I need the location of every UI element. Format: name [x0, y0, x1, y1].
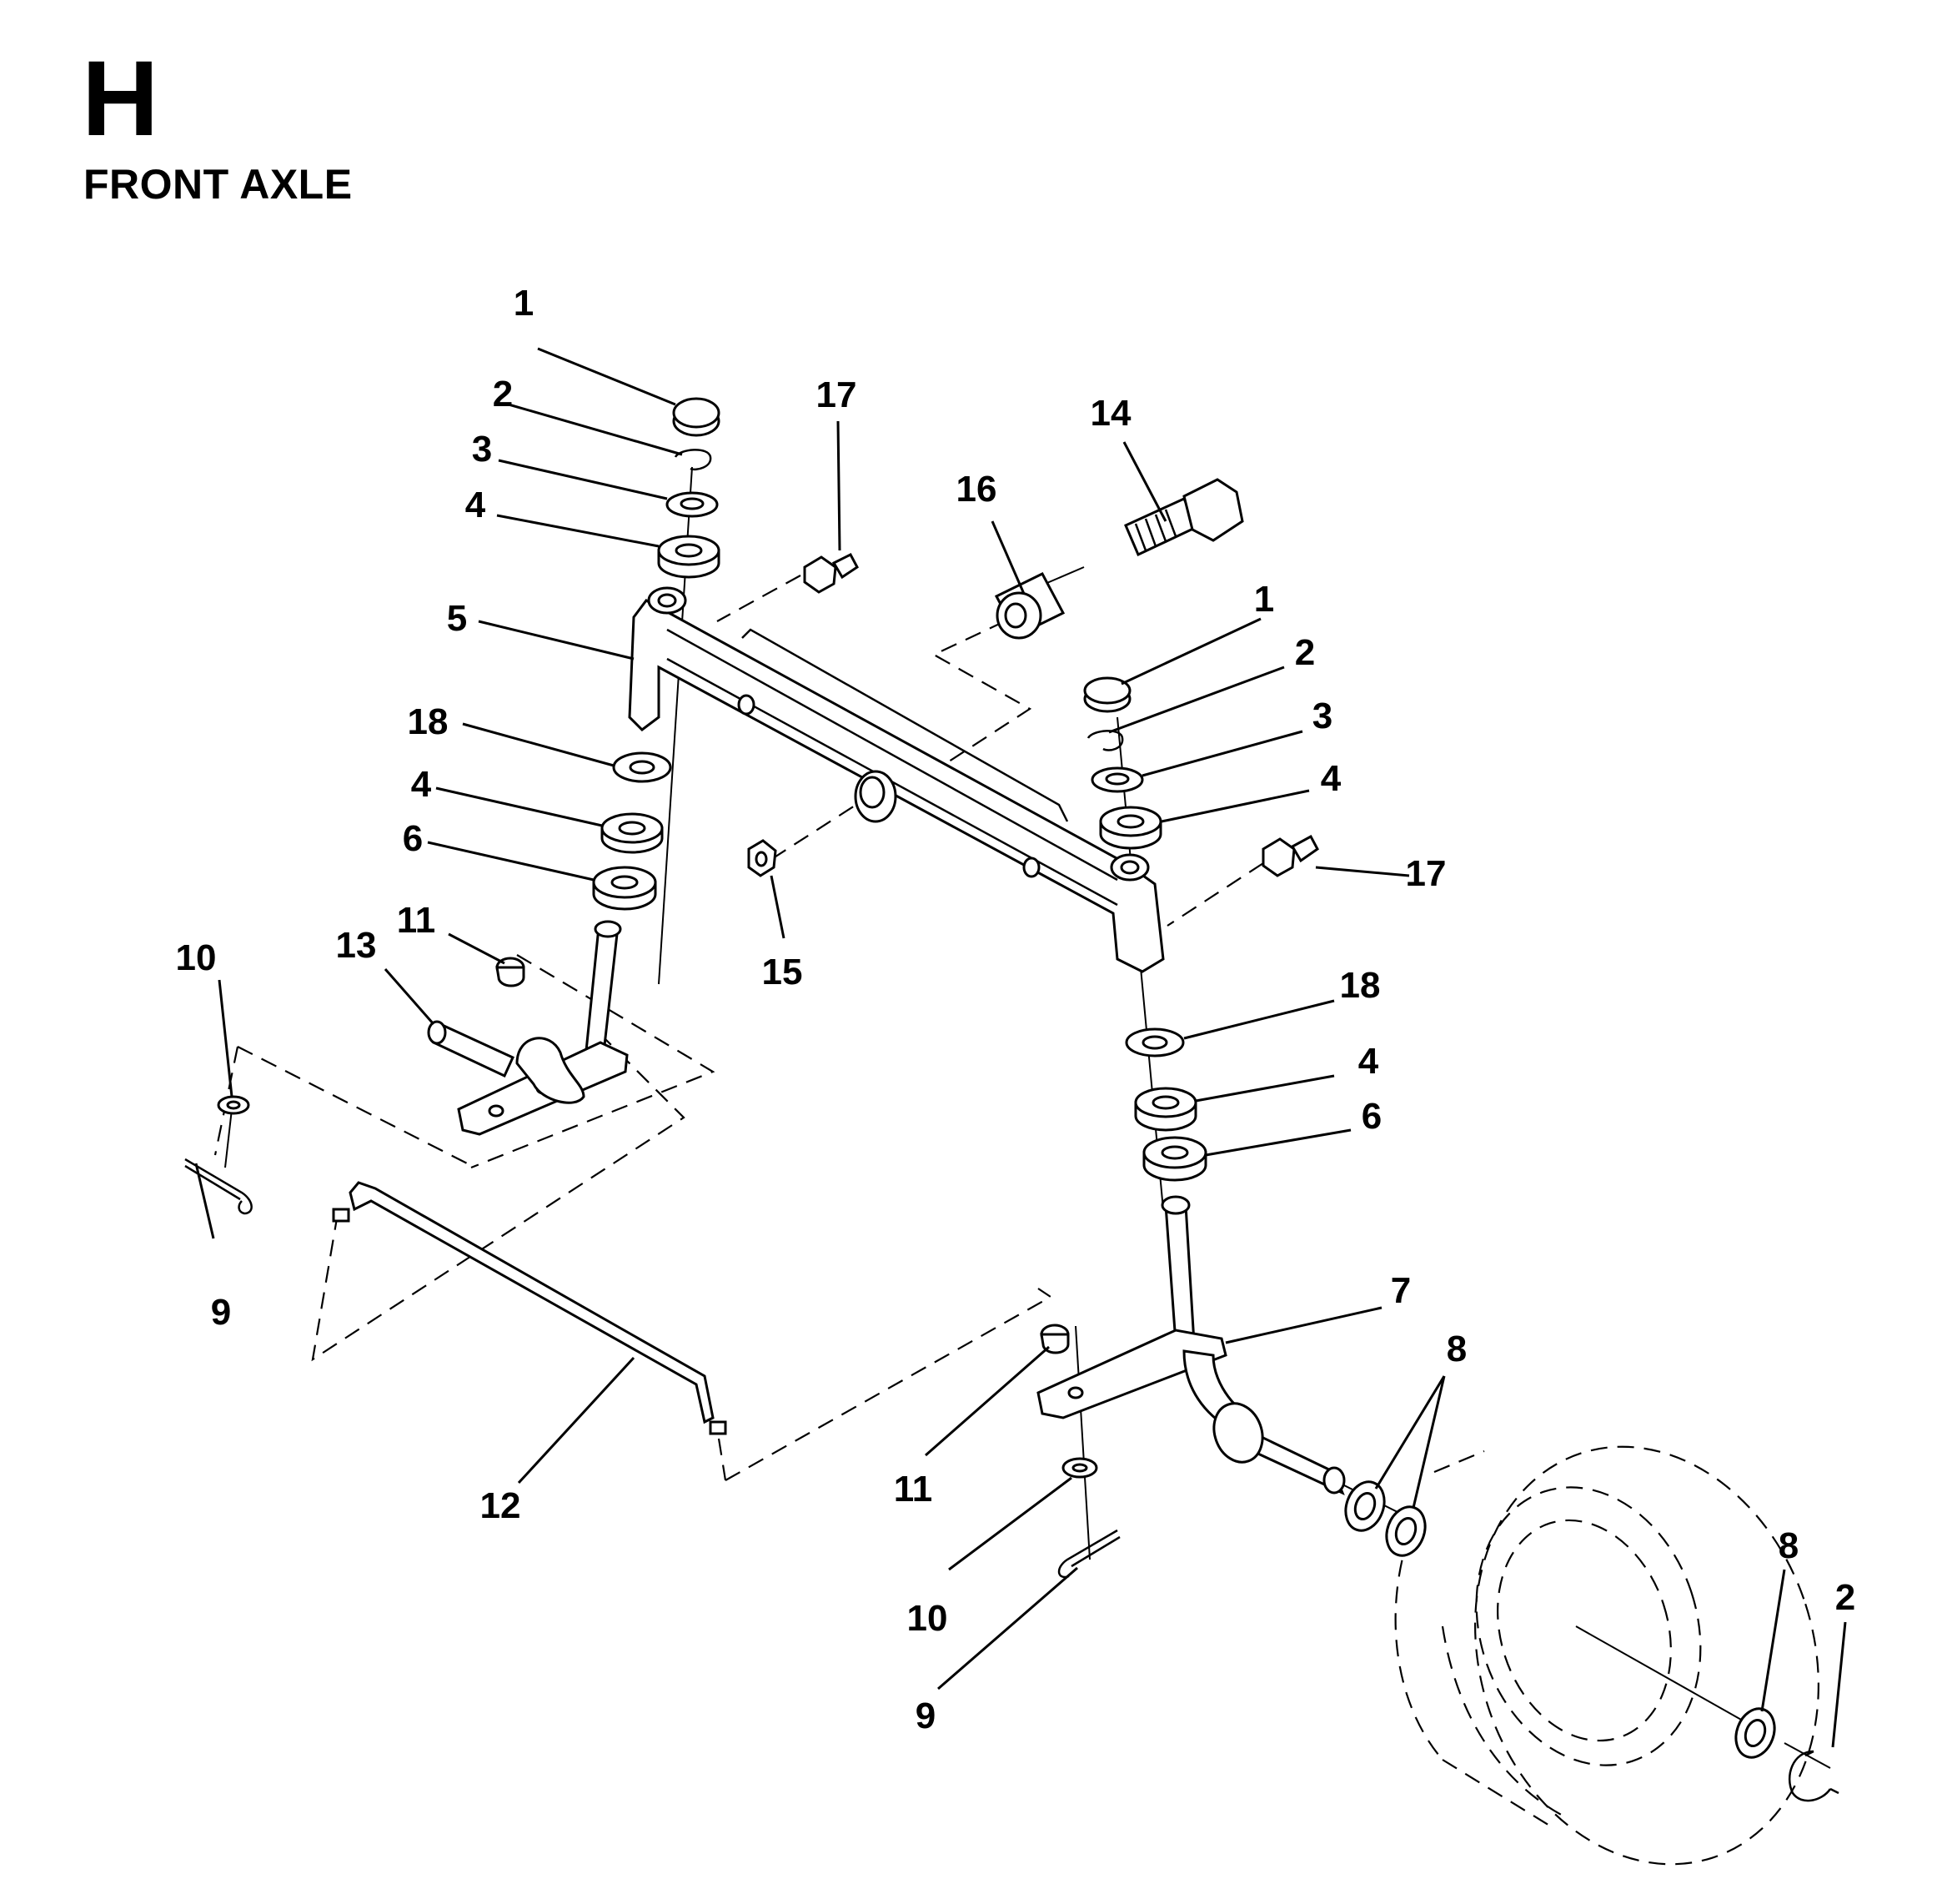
right-spindle — [1036, 1195, 1346, 1495]
callout-2: 2 — [1835, 1577, 1855, 1618]
tie-rod — [332, 1181, 727, 1435]
callout-2: 2 — [1295, 632, 1315, 673]
callout-14: 14 — [1091, 393, 1132, 434]
wheel-hardware — [1344, 1480, 1839, 1802]
callout-11: 11 — [894, 1469, 933, 1510]
callout-18: 18 — [1340, 965, 1381, 1006]
callout-15: 15 — [762, 952, 803, 992]
callout-3: 3 — [472, 429, 492, 470]
section-title: FRONT AXLE — [83, 161, 353, 208]
right-top-parts — [1083, 676, 1319, 877]
callout-9: 9 — [211, 1292, 231, 1333]
callout-6: 6 — [1362, 1096, 1382, 1137]
callout-1: 1 — [1254, 579, 1274, 620]
callout-9: 9 — [916, 1696, 936, 1736]
callout-6: 6 — [403, 818, 423, 859]
callout-3: 3 — [1312, 696, 1332, 736]
callout-10: 10 — [907, 1598, 948, 1639]
callout-4: 4 — [411, 764, 432, 805]
callout-17: 17 — [1406, 853, 1447, 894]
callout-11: 11 — [397, 900, 436, 941]
left-bottom-parts — [592, 751, 672, 911]
callout-13: 13 — [336, 925, 377, 966]
callout-4: 4 — [1321, 758, 1342, 799]
wheel-outline — [1394, 1445, 1819, 1866]
callout-10: 10 — [176, 937, 217, 978]
right-bottom-parts — [1125, 1027, 1207, 1182]
callout-16: 16 — [956, 469, 997, 510]
callout-5: 5 — [447, 598, 467, 639]
assembly-guide-lines — [213, 466, 1831, 1769]
callout-7: 7 — [1391, 1270, 1411, 1311]
leader-lines — [194, 347, 1847, 1748]
callout-4: 4 — [465, 485, 486, 525]
callout-12: 12 — [480, 1485, 521, 1526]
callout-8: 8 — [1779, 1525, 1799, 1566]
left-top-parts — [657, 397, 720, 579]
axle-beam — [628, 586, 1165, 973]
center-hardware — [747, 478, 1244, 877]
callout-8: 8 — [1447, 1329, 1467, 1369]
callout-labels: 1 2 3 4 5 18 4 6 11 13 10 9 12 17 14 16 … — [176, 283, 1856, 1736]
callout-2: 2 — [493, 374, 513, 414]
section-letter: H — [82, 39, 159, 158]
callout-1: 1 — [514, 283, 534, 324]
callout-17: 17 — [816, 374, 857, 415]
callout-4: 4 — [1358, 1041, 1379, 1082]
left-spindle — [427, 920, 629, 1136]
left-washer-cotter — [184, 1095, 253, 1215]
callout-18: 18 — [408, 701, 449, 742]
